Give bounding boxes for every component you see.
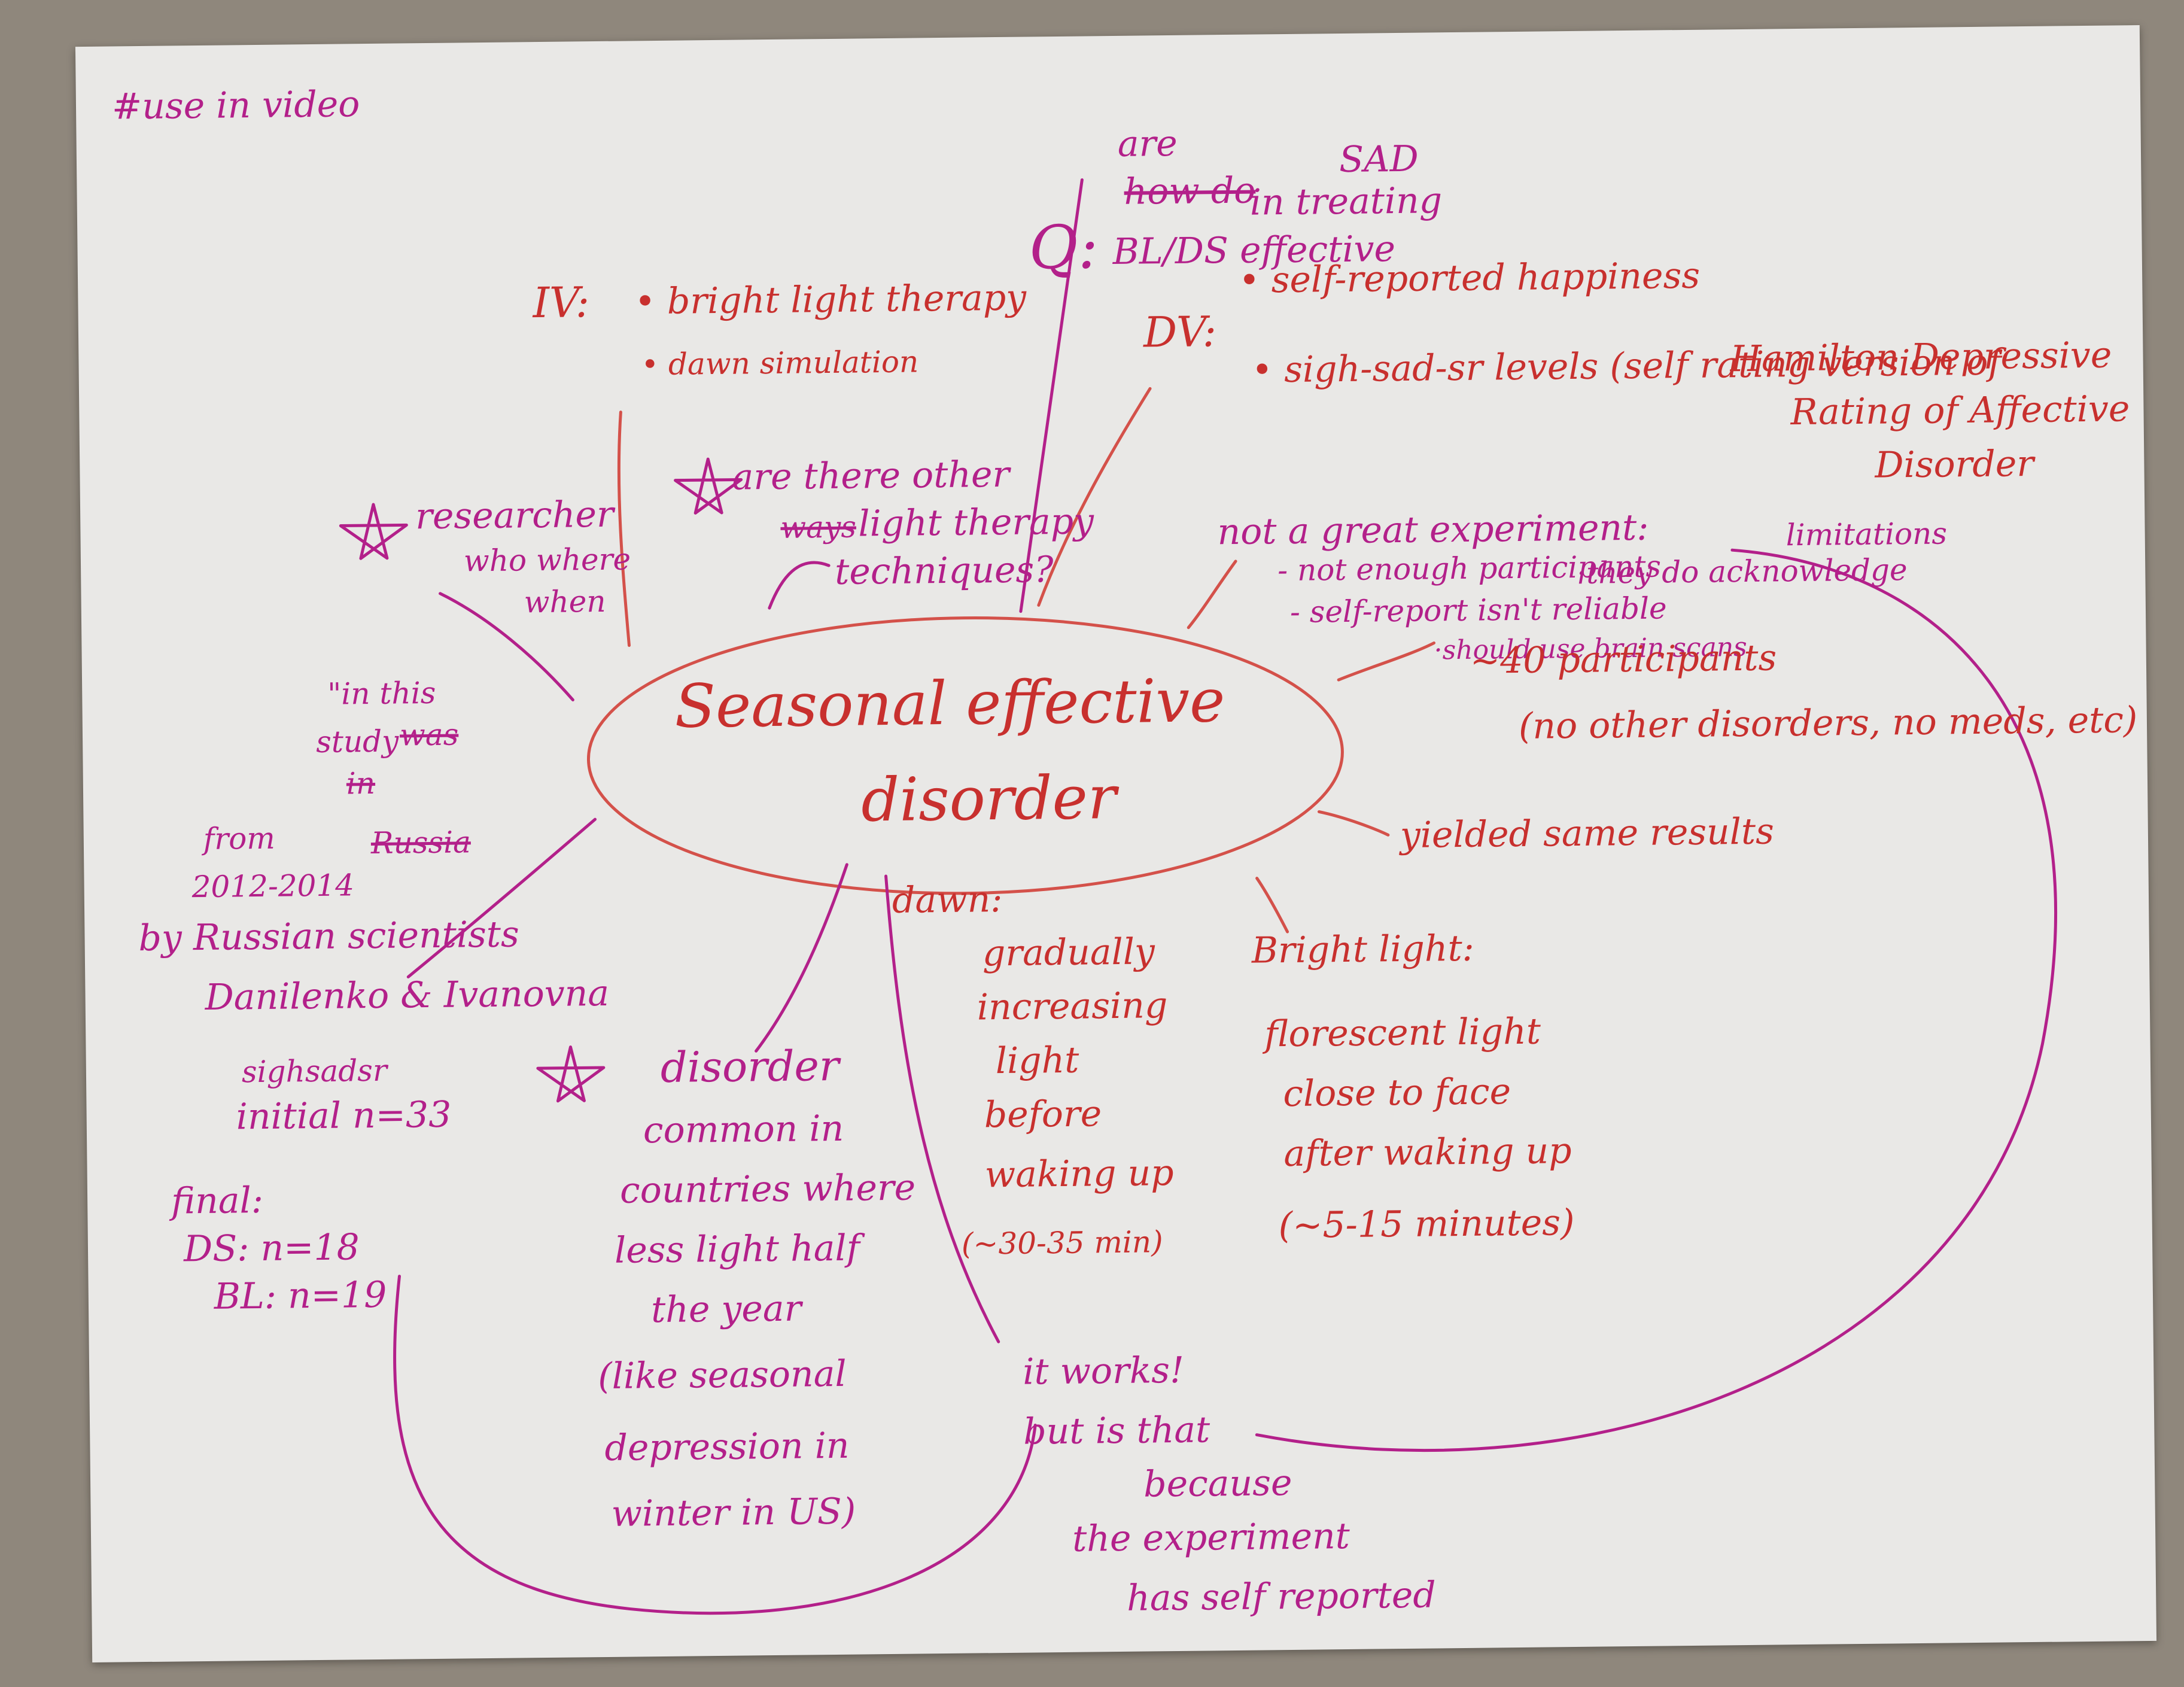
connector-yielded	[1317, 810, 1390, 837]
disorder-line1: disorder	[660, 1041, 839, 1092]
connector-study	[406, 817, 597, 978]
star-disorder	[536, 1045, 606, 1103]
question-line3: in treating	[1249, 180, 1443, 224]
star-other	[674, 457, 743, 515]
other-struck: ways	[780, 509, 857, 545]
center-title-line1: Seasonal effective	[674, 665, 1225, 741]
study-struck2: in	[346, 765, 376, 801]
study-line1: "in this	[327, 675, 436, 712]
loop-limitations	[1255, 548, 2058, 1452]
works-line1: it works!	[1022, 1349, 1185, 1393]
connector-bright	[1255, 877, 1289, 934]
dawn-line6: waking up	[984, 1152, 1174, 1196]
study-line8: initial n=33	[236, 1093, 452, 1138]
participants-line1: ~40 participants	[1470, 637, 1777, 682]
iv-item-bright-light: • bright light therapy	[634, 276, 1027, 323]
disorder-line4: less light half	[614, 1227, 860, 1272]
study-line11: BL: n=19	[214, 1273, 387, 1318]
connector-critique	[1187, 560, 1237, 630]
other-line2: light therapy	[858, 500, 1094, 545]
connector-researcher	[439, 592, 574, 701]
dawn-line1: dawn:	[892, 878, 1003, 922]
iv-item-dawn: • dawn simulation	[641, 344, 919, 382]
connector-dv	[1037, 387, 1152, 607]
connector-iv	[617, 411, 631, 648]
study-line2: study	[315, 724, 399, 759]
dawn-line7: (~30-35 min)	[961, 1224, 1163, 1262]
question-struck: how do	[1124, 169, 1256, 213]
star-researcher	[339, 503, 408, 560]
dawn-line2: gradually	[982, 931, 1155, 975]
mind-map-lines	[339, 178, 2058, 1615]
study-line7: sighsadsr	[241, 1053, 388, 1090]
dv-line3: Hamilton Depressive	[1730, 334, 2112, 381]
connector-works	[884, 874, 1000, 1343]
study-line10: DS: n=18	[183, 1226, 360, 1270]
researcher-sub2: when	[524, 583, 606, 620]
center-ellipse	[586, 616, 1344, 895]
critique-line6: limitations	[1785, 516, 1948, 553]
connector-participants	[1337, 641, 1436, 682]
study-struck3: Russia	[370, 825, 472, 861]
iv-label: IV:	[533, 278, 590, 328]
disorder-line2: common in	[643, 1107, 844, 1152]
dawn-line5: before	[984, 1093, 1102, 1136]
critique-line5: ·they do acknowledge	[1577, 552, 1908, 591]
center-title-line2: disorder	[860, 762, 1117, 835]
disorder-line6: (like seasonal	[597, 1352, 847, 1398]
question-prefix: Q:	[1028, 212, 1099, 283]
participants-line2: (no other disorders, no meds, etc)	[1518, 699, 2138, 747]
researcher-title: researcher	[415, 493, 614, 538]
disorder-line8: winter in US)	[611, 1490, 856, 1535]
study-struck1: was	[399, 717, 459, 753]
study-line4: 2012-2014	[191, 868, 355, 905]
critique-line3: - self-report isn't reliable	[1289, 591, 1667, 630]
critique-line1: not a great experiment:	[1217, 506, 1649, 554]
dv-label: DV:	[1143, 307, 1217, 357]
other-line3: techniques?	[834, 549, 1054, 593]
note-text: #use in video	[111, 83, 360, 128]
dawn-line4: light	[995, 1039, 1079, 1083]
works-line4: the experiment	[1072, 1515, 1350, 1560]
works-line3: because	[1143, 1461, 1292, 1506]
question-line4: SAD	[1339, 138, 1419, 181]
study-line3: from	[203, 820, 276, 856]
paper-sheet: #use in video Seasonal effective disorde…	[75, 25, 2157, 1662]
dv-item-happiness: • self-reported happiness	[1238, 254, 1701, 302]
loop-study-works	[393, 1275, 1037, 1615]
study-line9: final:	[171, 1179, 264, 1223]
disorder-line5: the year	[650, 1287, 802, 1332]
study-line5: by Russian scientists	[138, 913, 520, 960]
disorder-line3: countries where	[619, 1166, 916, 1212]
connector-disorder	[755, 863, 848, 1053]
bright-line2: florescent light	[1264, 1010, 1541, 1056]
disorder-line7: depression in	[604, 1424, 850, 1470]
yielded-text: yielded same results	[1400, 810, 1775, 857]
connector-other	[768, 561, 831, 610]
dawn-line3: increasing	[977, 984, 1168, 1029]
dv-line5: Disorder	[1875, 442, 2034, 487]
bright-line3: close to face	[1283, 1071, 1511, 1115]
bright-line5: (~5-15 minutes)	[1278, 1202, 1575, 1247]
question-are: are	[1117, 122, 1178, 165]
dv-line4: Rating of Affective	[1790, 388, 2130, 434]
bright-line1: Bright light:	[1251, 927, 1475, 972]
researcher-sub1: who where	[463, 542, 631, 579]
connector-question	[1019, 178, 1084, 613]
study-line6: Danilenko & Ivanovna	[205, 972, 610, 1019]
bright-line4: after waking up	[1283, 1130, 1572, 1175]
works-line2: but is that	[1023, 1409, 1210, 1453]
other-line1: are there other	[732, 453, 1010, 498]
works-line5: has self reported	[1126, 1574, 1437, 1619]
